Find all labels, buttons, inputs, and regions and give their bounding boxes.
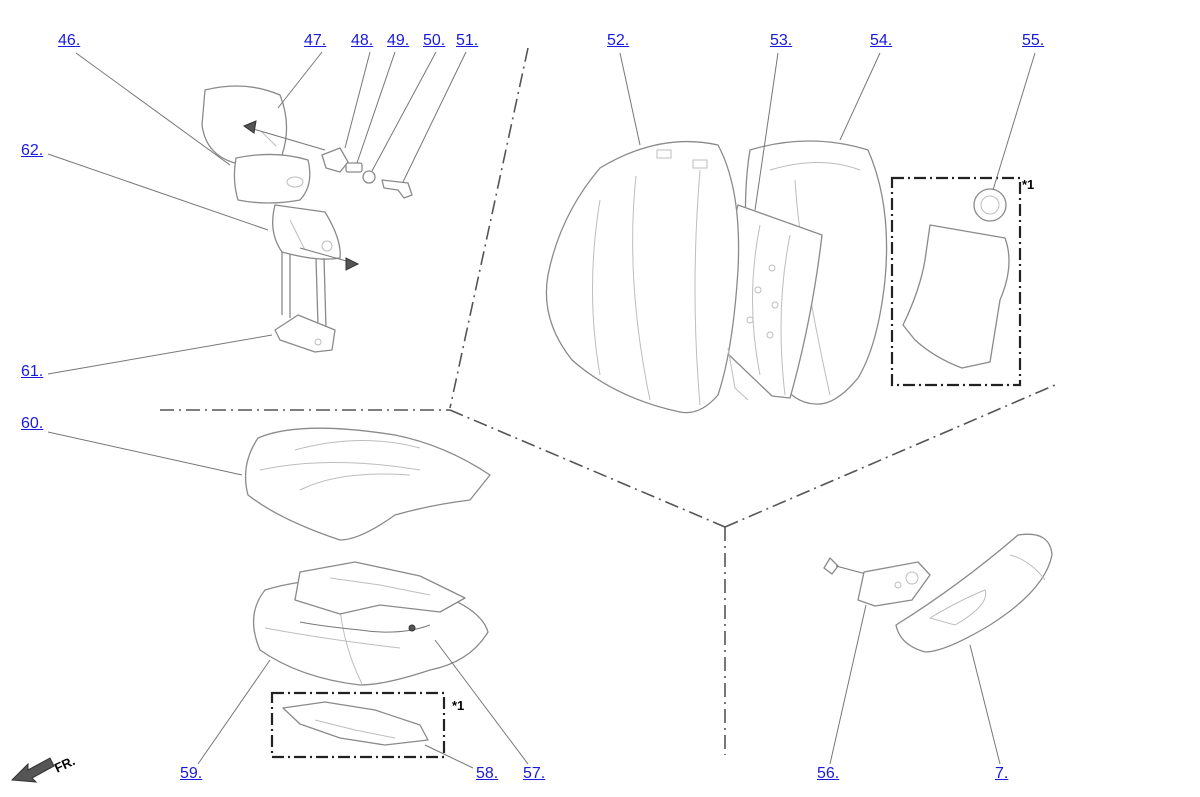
callout-60[interactable]: 60.: [21, 415, 44, 432]
callout-49[interactable]: 49.: [387, 32, 410, 49]
callout-62[interactable]: 62.: [21, 142, 44, 159]
callout-48[interactable]: 48.: [351, 32, 374, 49]
callout-7[interactable]: 7.: [995, 765, 1009, 782]
seatback-board-55[interactable]: [890, 176, 1022, 387]
callout-56[interactable]: 56.: [817, 765, 840, 782]
front-arrow-icon: [10, 757, 55, 783]
callout-54[interactable]: 54.: [870, 32, 893, 49]
callout-52[interactable]: 52.: [607, 32, 630, 49]
side-trim-and-switch[interactable]: [823, 533, 1053, 653]
callout-51[interactable]: 51.: [456, 32, 479, 49]
callout-59[interactable]: 59.: [180, 765, 203, 782]
callout-47[interactable]: 47.: [304, 32, 327, 49]
note-star1-cushion: *1: [452, 698, 465, 713]
callout-55[interactable]: 55.: [1022, 32, 1045, 49]
callout-53[interactable]: 53.: [770, 32, 793, 49]
seatback-assembly[interactable]: [545, 140, 888, 414]
leader-lines: [47, 51, 1036, 769]
callout-58[interactable]: 58.: [476, 765, 499, 782]
seat-cushion-pad[interactable]: [252, 561, 489, 686]
callout-50[interactable]: 50.: [423, 32, 446, 49]
callout-46[interactable]: 46.: [58, 32, 81, 49]
region-separators: [160, 47, 1056, 755]
headrest-assembly[interactable]: [201, 85, 360, 353]
seat-cushion-cover[interactable]: [244, 427, 491, 541]
headrest-fasteners[interactable]: [321, 147, 413, 199]
note-star1-seatback: *1: [1022, 177, 1035, 192]
cushion-board-58[interactable]: [270, 691, 446, 759]
callout-57[interactable]: 57.: [523, 765, 546, 782]
callout-61[interactable]: 61.: [21, 363, 44, 380]
